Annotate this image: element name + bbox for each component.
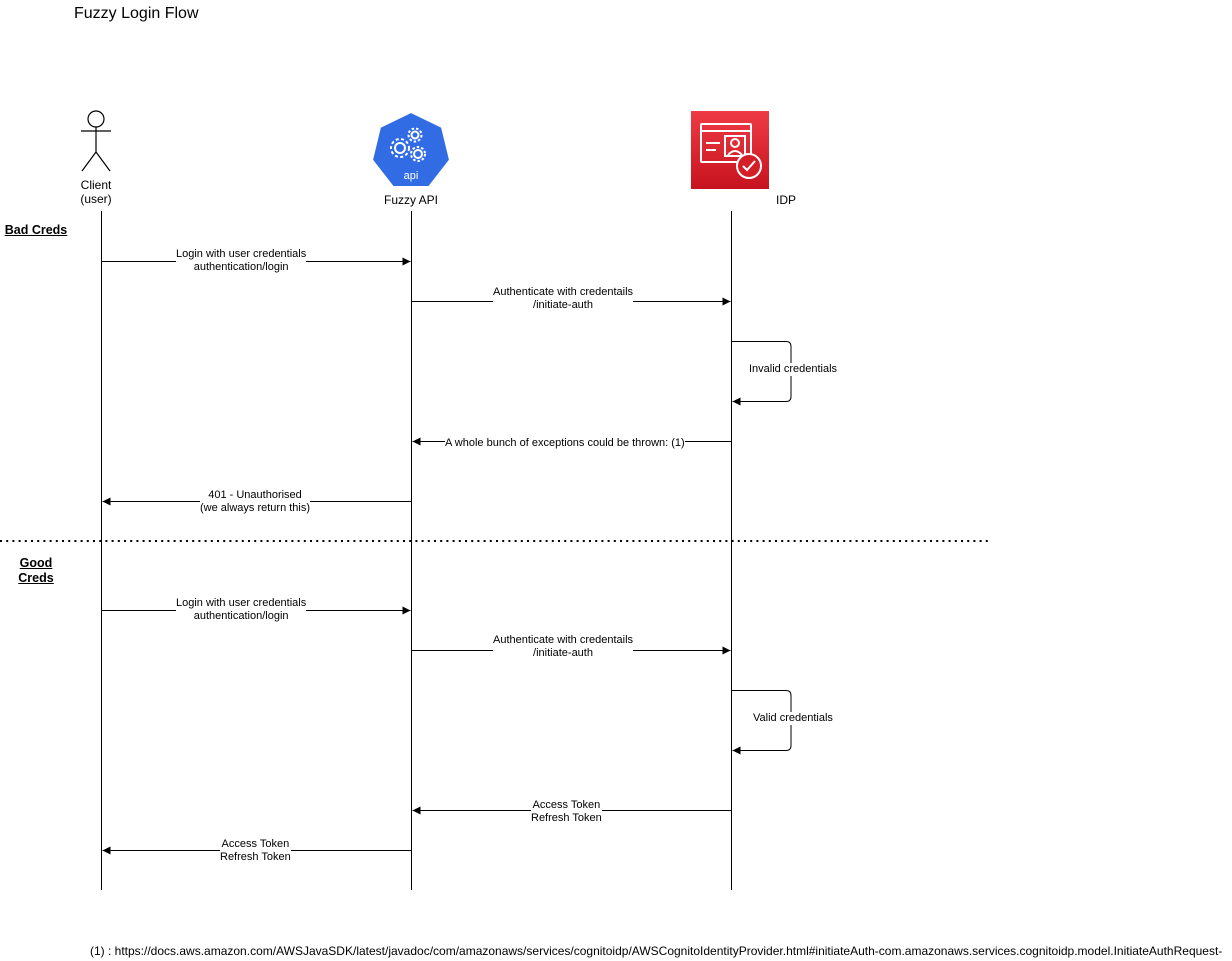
participant-label-idp: IDP bbox=[775, 193, 796, 207]
footnote-link[interactable]: (1) : https://docs.aws.amazon.com/AWSJav… bbox=[90, 944, 1223, 958]
message-label: Authenticate with credentails /initiate-… bbox=[493, 286, 634, 312]
message-label: Login with user credentials authenticati… bbox=[176, 597, 307, 623]
section-label-bad-creds: Bad Creds bbox=[4, 223, 68, 237]
message-label: A whole bunch of exceptions could be thr… bbox=[445, 437, 685, 450]
participant-label-api: Fuzzy API bbox=[383, 193, 439, 207]
identity-provider-icon bbox=[691, 111, 769, 189]
message-label: 401 - Unauthorised (we always return thi… bbox=[200, 489, 311, 515]
message-label: Login with user credentials authenticati… bbox=[176, 248, 307, 274]
api-badge-text: api bbox=[404, 170, 419, 182]
participant-label-client: Client (user) bbox=[80, 178, 112, 206]
section-label-good-creds: Good Creds bbox=[18, 556, 54, 585]
message-label: Access Token Refresh Token bbox=[220, 838, 291, 864]
message-label: Access Token Refresh Token bbox=[531, 799, 602, 825]
kubernetes-api-icon: api bbox=[370, 110, 452, 188]
message-label: Invalid credentials bbox=[749, 363, 838, 376]
stick-figure-actor-icon bbox=[81, 110, 111, 172]
message-label: Valid credentials bbox=[753, 712, 833, 725]
message-arrows bbox=[101, 257, 792, 855]
message-label: Authenticate with credentails /initiate-… bbox=[493, 634, 634, 660]
diagram-title: Fuzzy Login Flow bbox=[74, 5, 199, 22]
